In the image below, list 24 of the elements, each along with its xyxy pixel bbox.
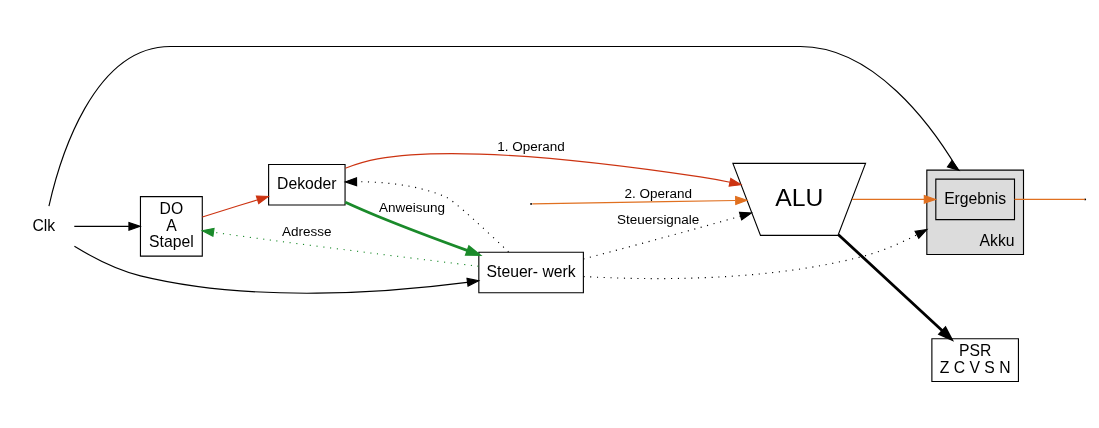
arrow bbox=[343, 177, 510, 253]
node-box: PSR Z C V S N bbox=[931, 338, 1019, 383]
arrow bbox=[73, 245, 481, 294]
node-box: Ergebnis bbox=[935, 178, 1016, 221]
edge-label: Adresse bbox=[282, 224, 332, 240]
node-box: DO A Stapel bbox=[139, 196, 203, 257]
edge-label: 1. Operand bbox=[497, 138, 565, 154]
arrow bbox=[837, 233, 955, 342]
arrow bbox=[582, 211, 753, 260]
node-box: Dekoder bbox=[268, 164, 346, 206]
arrow bbox=[48, 45, 961, 207]
edge-label: Steuersignale bbox=[616, 211, 700, 227]
edge-label: Anweisung bbox=[378, 200, 445, 216]
node-box: Steuer- werk bbox=[478, 251, 584, 294]
arrow bbox=[344, 153, 743, 187]
node-text: Clk bbox=[32, 216, 56, 234]
arrow bbox=[344, 200, 483, 256]
arrow bbox=[201, 195, 270, 218]
arrow bbox=[200, 227, 479, 267]
connector bbox=[1013, 198, 1086, 200]
arrow bbox=[851, 194, 938, 205]
edge-label: 2. Operand bbox=[624, 185, 692, 201]
arrow bbox=[531, 195, 749, 206]
arrow bbox=[73, 221, 142, 232]
